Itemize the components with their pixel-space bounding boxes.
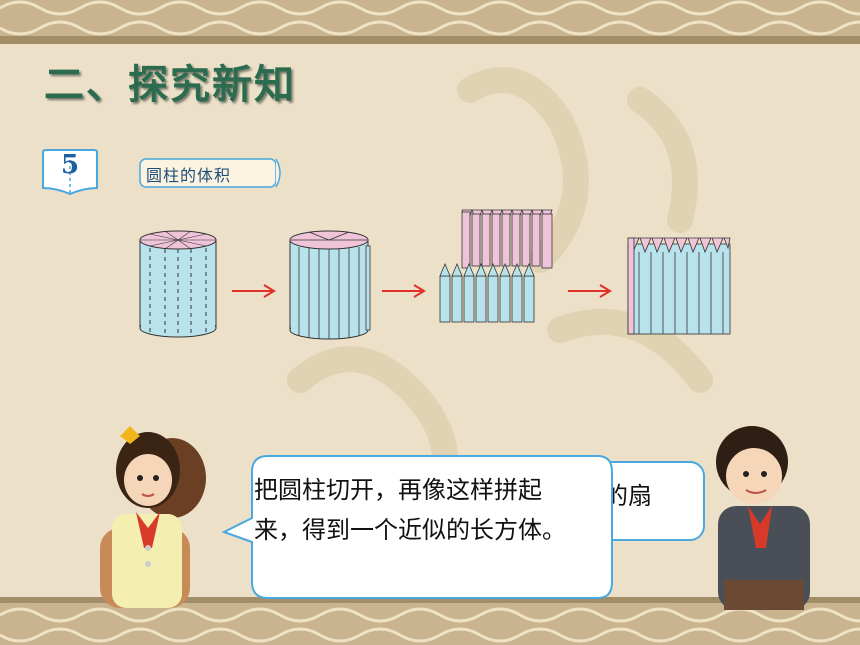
- boy-character-illustration: [716, 426, 810, 610]
- page-title: 二、探究新知: [44, 62, 296, 108]
- cylinder-whole: [139, 230, 217, 338]
- girl-character-illustration: [100, 426, 206, 608]
- cylinder-cut: [289, 230, 371, 340]
- rearranged-halves: [439, 209, 553, 323]
- right-arrow-icon: [382, 284, 426, 298]
- right-arrow-icon: [568, 284, 612, 298]
- example-book-icon: [42, 149, 98, 196]
- speech-bubble-girl-text: 把圆柱切开，再像这样拼起来，得到一个近似的长方体。: [254, 476, 566, 544]
- topic-label: 圆柱的体积: [146, 166, 232, 185]
- topic-scroll: [139, 158, 281, 188]
- speech-bubble-girl: [222, 455, 613, 599]
- right-arrow-icon: [232, 284, 276, 298]
- top-border-pattern: [0, 0, 860, 44]
- approximate-cuboid: [627, 237, 731, 335]
- example-number: 5: [60, 150, 80, 180]
